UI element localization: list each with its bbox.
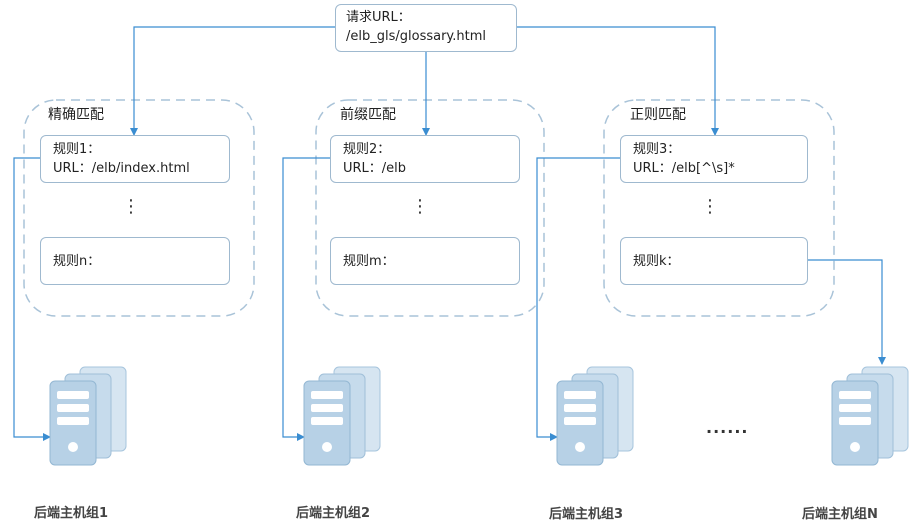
rule-name: 规则3： [633,142,681,157]
server-stack-icon [303,366,381,466]
host-ellipsis: ...... [706,418,749,437]
server-stack-icon [831,366,909,466]
server-stack-icon [556,366,634,466]
request-box: 请求URL： /elb_gls/glossary.html [335,4,517,52]
arrow-rule1-to-host1 [13,157,51,441]
rule-url: URL：/elb/index.html [53,161,190,176]
rule-name: 规则2： [343,142,391,157]
rule-ellipsis: ⋮ [701,196,719,217]
rule-box-2: 规则2： URL：/elb [330,135,520,183]
rule-name: 规则m： [343,254,395,269]
group-frame-exact [23,99,255,317]
group-frame-regex [603,99,835,317]
host-group-label-1: 后端主机组1 [34,506,109,521]
arrow-rulek-to-hostN [808,259,886,365]
arrow-rule2-to-host2 [282,157,330,441]
rule-box-k: 规则k： [620,237,808,285]
rule-box-m: 规则m： [330,237,520,285]
group-title-prefix: 前缀匹配 [340,107,396,123]
arrow-rule3-to-host3 [536,157,620,441]
request-label: 请求URL： [346,10,411,25]
host-group-label-3: 后端主机组3 [549,507,624,522]
rule-name: 规则n： [53,254,101,269]
request-url: /elb_gls/glossary.html [346,29,487,44]
host-group-label-n: 后端主机组N [802,507,878,522]
group-title-regex: 正则匹配 [630,107,686,123]
rule-ellipsis: ⋮ [411,196,429,217]
rule-url: URL：/elb [343,161,407,176]
rule-url: URL：/elb[^\s]* [633,161,735,176]
group-frame-prefix [315,99,545,317]
group-title-exact: 精确匹配 [48,107,104,123]
arrow-request-to-rule1 [130,26,335,136]
host-group-label-2: 后端主机组2 [296,506,371,521]
rule-ellipsis: ⋮ [122,196,140,217]
rule-name: 规则1： [53,142,101,157]
server-stack-icon [49,366,127,466]
arrow-request-to-rule3 [517,26,719,136]
rule-box-3: 规则3： URL：/elb[^\s]* [620,135,808,183]
rule-name: 规则k： [633,254,680,269]
rule-box-n: 规则n： [40,237,230,285]
rule-box-1: 规则1： URL：/elb/index.html [40,135,230,183]
